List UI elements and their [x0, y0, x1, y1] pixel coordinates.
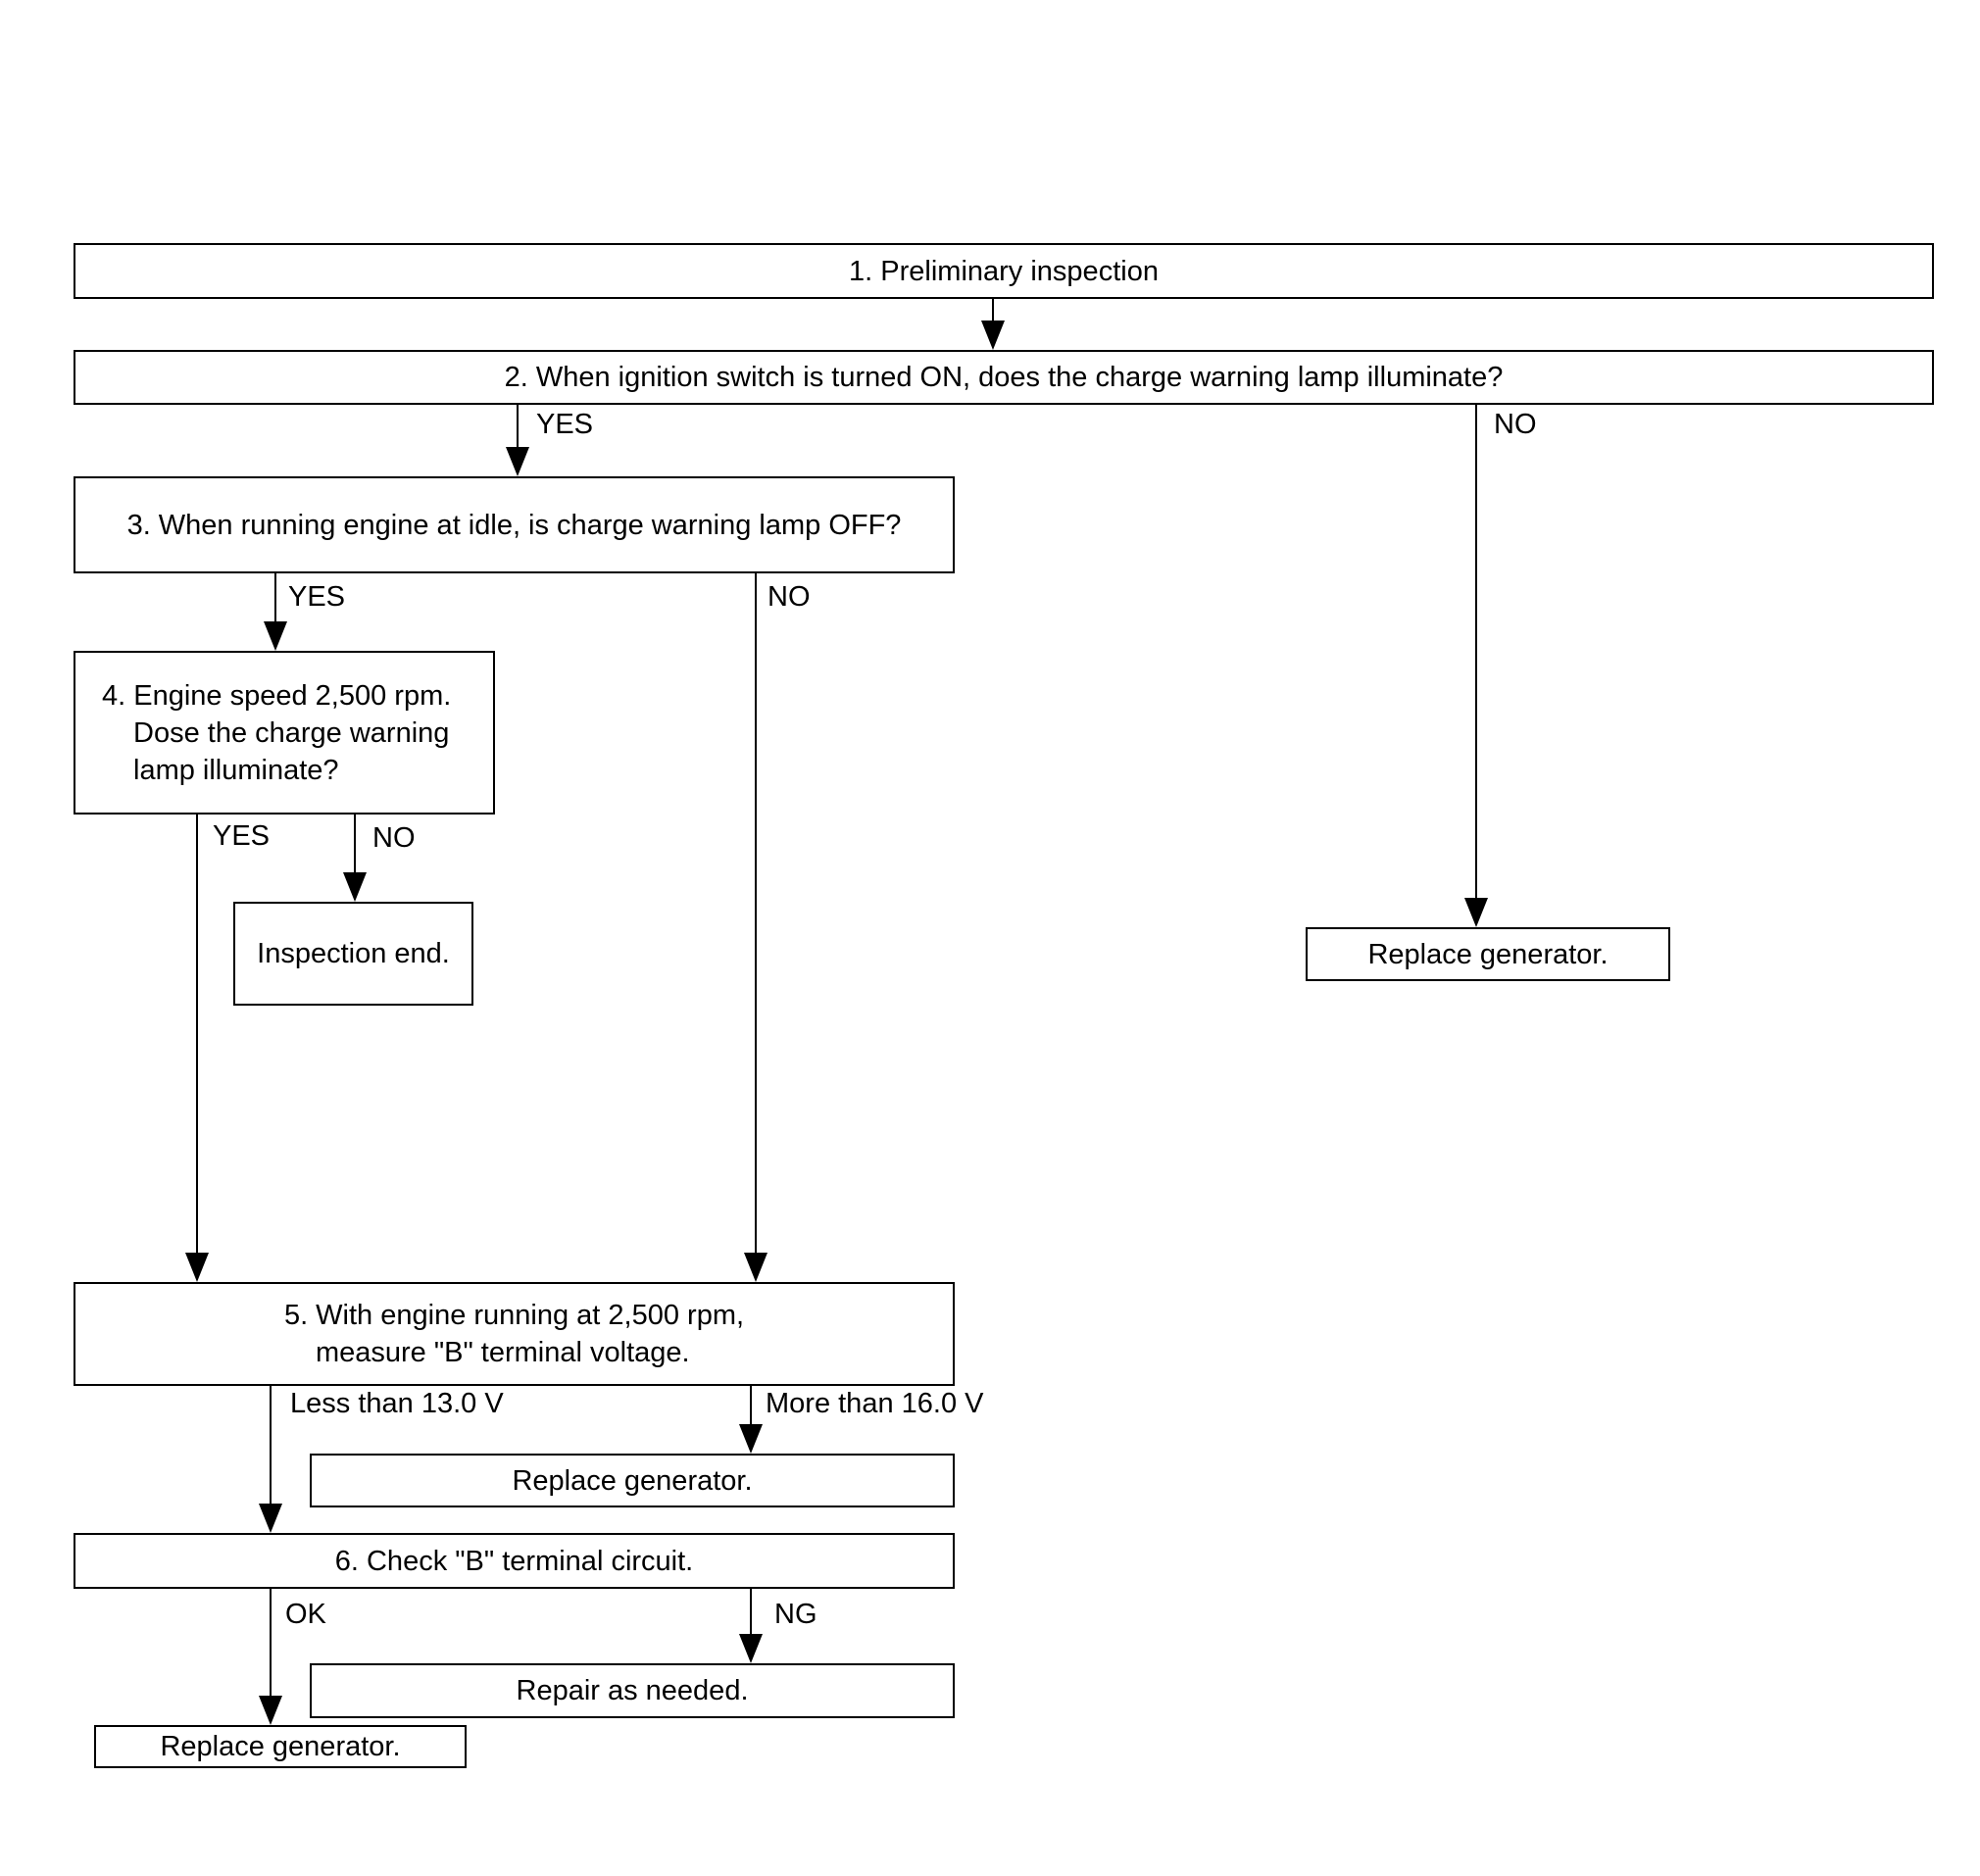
label-step4-no: NO: [372, 822, 416, 854]
result-replace-generator-ok-text: Replace generator.: [160, 1731, 401, 1762]
step4-line-2: Dose the charge warning: [133, 716, 450, 749]
label-step2-yes: YES: [536, 409, 594, 440]
result-replace-generator-no-box: Replace generator.: [1306, 927, 1670, 981]
label-step3-yes: YES: [288, 581, 346, 613]
result-replace-generator-no-text: Replace generator.: [1367, 938, 1609, 970]
step6-box: 6. Check "B" terminal circuit.: [74, 1533, 955, 1589]
step5-line-2: measure "B" terminal voltage.: [315, 1337, 690, 1368]
arrowhead-step2-yes: [506, 447, 529, 476]
label-step6-ok: OK: [285, 1599, 326, 1630]
label-step3-no: NO: [767, 581, 811, 613]
step4-line-1: 4. Engine speed 2,500 rpm.: [102, 679, 452, 712]
arrowhead-step3-yes: [264, 621, 287, 651]
result-inspection-end-text: Inspection end.: [257, 938, 450, 969]
step4-box: 4. Engine speed 2,500 rpm. Dose the char…: [74, 651, 495, 815]
arrowhead-step6-ng: [739, 1634, 763, 1663]
result-replace-generator-high-voltage-text: Replace generator.: [512, 1464, 753, 1497]
result-inspection-end-box: Inspection end.: [233, 902, 473, 1006]
step5-box: 5. With engine running at 2,500 rpm, mea…: [74, 1282, 955, 1386]
arrowhead-step5-low: [259, 1504, 282, 1533]
arrowhead-step1-to-step2: [981, 321, 1005, 350]
arrowhead-step5-high: [739, 1424, 763, 1454]
step3-box: 3. When running engine at idle, is charg…: [74, 476, 955, 573]
step6-text: 6. Check "B" terminal circuit.: [334, 1545, 694, 1577]
result-replace-generator-ok-box: Replace generator.: [94, 1725, 467, 1768]
result-replace-generator-high-voltage-box: Replace generator.: [310, 1454, 955, 1507]
step2-text: 2. When ignition switch is turned ON, do…: [504, 362, 1504, 393]
result-repair-text: Repair as needed.: [516, 1675, 749, 1706]
arrowhead-step2-no: [1464, 898, 1488, 927]
step1-text: 1. Preliminary inspection: [849, 255, 1159, 287]
label-step6-ng: NG: [774, 1599, 817, 1630]
step1-box: 1. Preliminary inspection: [74, 243, 1934, 299]
label-step5-low: Less than 13.0 V: [290, 1388, 504, 1419]
step5-text: 5. With engine running at 2,500 rpm, mea…: [284, 1297, 744, 1371]
arrowhead-step4-no: [343, 872, 367, 902]
arrowhead-step6-ok: [259, 1696, 282, 1725]
label-step5-high: More than 16.0 V: [766, 1388, 984, 1419]
step3-text: 3. When running engine at idle, is charg…: [126, 509, 902, 541]
step2-box: 2. When ignition switch is turned ON, do…: [74, 350, 1934, 405]
step5-line-1: 5. With engine running at 2,500 rpm,: [283, 1300, 745, 1331]
arrowhead-step3-no: [744, 1253, 767, 1282]
step4-line-3: lamp illuminate?: [133, 754, 339, 786]
result-repair-box: Repair as needed.: [310, 1663, 955, 1718]
label-step4-yes: YES: [213, 820, 271, 852]
step4-text: 4. Engine speed 2,500 rpm. Dose the char…: [102, 677, 451, 789]
arrowhead-step4-yes: [185, 1253, 209, 1282]
label-step2-no: NO: [1494, 409, 1537, 440]
